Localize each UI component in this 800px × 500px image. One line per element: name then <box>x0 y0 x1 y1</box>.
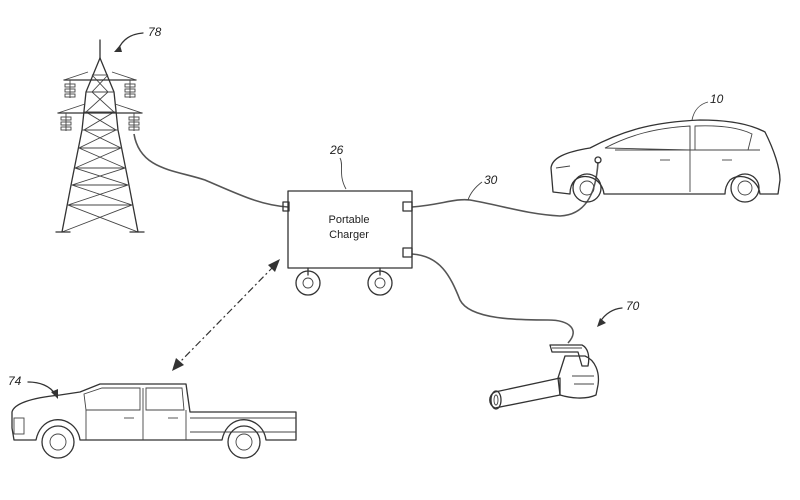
wheel-icon <box>295 270 321 296</box>
ref-label-tower: 78 <box>148 25 162 39</box>
insulator-icon <box>128 113 140 131</box>
ref-arrow-blower <box>599 307 623 323</box>
charge-cable-car <box>411 161 599 217</box>
wireless-link-arrow <box>172 259 280 371</box>
wheel-icon <box>227 425 261 459</box>
insulator-icon <box>124 80 136 98</box>
leaf-blower-tool <box>489 344 600 410</box>
ref-leader-cable <box>467 181 483 201</box>
insulator-icon <box>64 80 76 98</box>
transmission-tower <box>55 39 145 233</box>
portable-charger <box>282 190 413 296</box>
insulator-icon <box>60 113 72 131</box>
wheel-icon <box>730 173 760 203</box>
charge-port-icon <box>594 156 602 164</box>
wheel-icon <box>572 173 602 203</box>
arrowhead-icon <box>114 45 122 52</box>
ref-leader-charger <box>339 157 347 190</box>
wheel-icon <box>41 425 75 459</box>
ref-arrow-tower <box>117 32 144 51</box>
charger-label-line1: Portable <box>329 214 370 226</box>
ref-label-truck: 74 <box>8 374 22 388</box>
wheel-icon <box>367 270 393 296</box>
tool-cable <box>411 253 574 344</box>
ref-arrow-truck <box>27 381 56 395</box>
ref-label-car: 10 <box>710 92 724 106</box>
arrowhead-icon <box>597 318 606 327</box>
arrowhead-icon <box>268 259 280 272</box>
grid-cable <box>133 133 289 208</box>
ref-label-blower: 70 <box>626 299 640 313</box>
pickup-truck <box>11 383 297 459</box>
ref-label-cable: 30 <box>484 173 498 187</box>
electric-car <box>550 119 781 203</box>
charger-label-line2: Charger <box>329 229 369 241</box>
ref-leader-car <box>691 101 709 121</box>
arrowhead-icon <box>172 358 184 371</box>
arrowhead-icon <box>51 389 58 399</box>
ref-label-charger: 26 <box>329 143 344 157</box>
